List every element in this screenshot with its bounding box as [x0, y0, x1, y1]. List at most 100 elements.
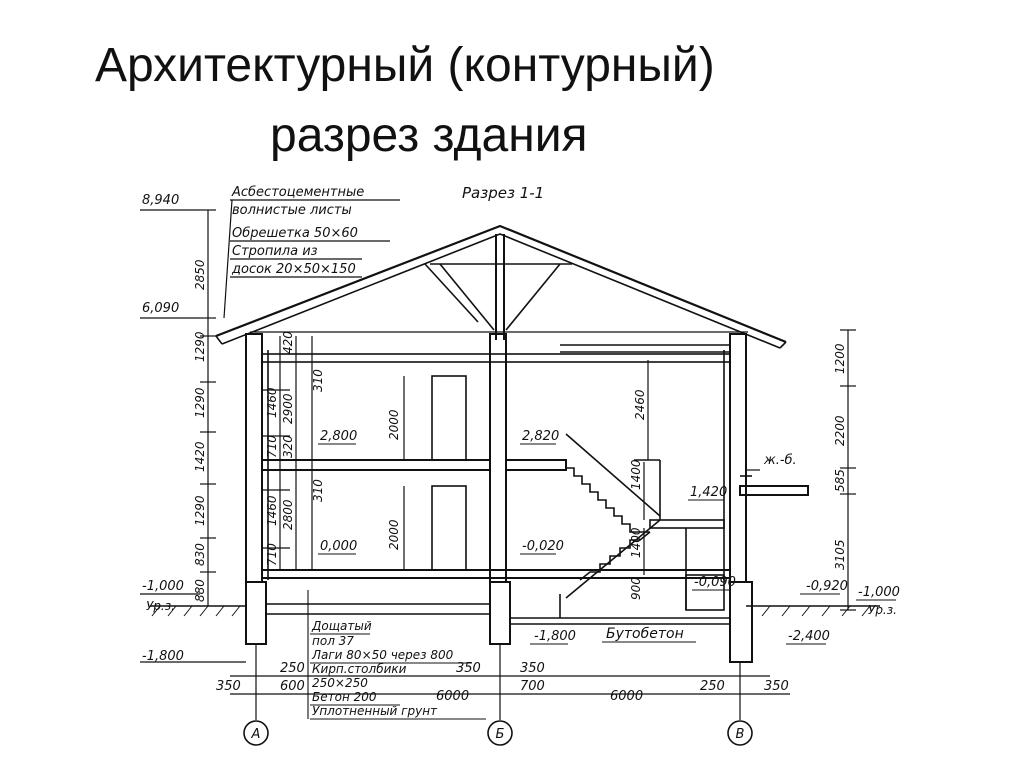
foundation: [150, 581, 880, 663]
dim-bottom-350-d: 350: [764, 679, 789, 694]
roof: [215, 224, 787, 349]
dim-1460-a: 1460: [265, 387, 279, 418]
floor-note-1: Дощатый: [311, 619, 372, 633]
axis-markers: [243, 720, 753, 746]
floor-note-6: Бетон 200: [312, 690, 377, 704]
dim-bottom-250-a: 250: [280, 661, 305, 676]
level-ground-right: -1,000: [858, 585, 900, 600]
roof-note-5: досок 20×50×150: [231, 262, 356, 277]
level-mark-leaders: [318, 443, 730, 591]
dim-320: 320: [281, 435, 295, 458]
dim-1290-c: 1290: [193, 495, 207, 526]
level-stair-bottom: -0,090: [694, 575, 736, 590]
axis-label-b: Б: [496, 727, 505, 742]
dim-830: 830: [193, 543, 207, 566]
right-dims: 1200 2200 585 3105: [833, 343, 847, 570]
ground-label-right: Ур.з.: [868, 603, 897, 617]
dim-1460-b: 1460: [265, 495, 279, 526]
dim-1290-a: 1290: [193, 331, 207, 362]
level-base-right: -2,400: [788, 629, 830, 644]
dim-1200: 1200: [833, 343, 847, 374]
roof-note-2: волнистые листы: [232, 203, 352, 218]
dim-bottom-6000-b: 6000: [610, 689, 643, 704]
roof-note-leaders: [223, 199, 400, 319]
roof-note-1: Асбестоцементные: [231, 185, 364, 200]
floor-note-leaders: [307, 590, 486, 720]
level-marks-left: 8,940 6,090 -1,000 -1,800 Ур.з.: [142, 193, 184, 664]
roof-note-4: Стропила из: [232, 244, 318, 259]
roof-notes: Асбестоцементные волнистые листы Обрешет…: [231, 185, 364, 277]
dim-1420: 1420: [193, 441, 207, 472]
dim-420: 420: [281, 331, 295, 354]
dim-2200: 2200: [833, 415, 847, 446]
dim-bottom-350-c: 350: [520, 661, 545, 676]
dim-bottom-350-a: 350: [216, 679, 241, 694]
stair-dims: 2460 1400 1400 900: [629, 389, 647, 600]
dim-3105: 3105: [833, 539, 847, 570]
level-base-mid: -1,800: [534, 629, 576, 644]
slide-title-line-1: Архитектурный (контурный): [95, 39, 715, 92]
bottom-dims: 350 250 600 350 6000 350 700 250 350 600…: [216, 661, 789, 704]
stair-dimension-lines: [643, 360, 649, 575]
level-ground-right-inner: -0,920: [806, 579, 848, 594]
dim-bottom-350-b: 350: [456, 661, 481, 676]
butobeton-label: Бутобетон: [606, 626, 684, 642]
floor-note-5: 250×250: [312, 676, 368, 690]
axis-label-v: В: [736, 727, 745, 742]
dim-1290-b: 1290: [193, 387, 207, 418]
floor-slabs: [261, 344, 731, 579]
level-floor2-right: 2,820: [522, 429, 559, 444]
balcony-slab: [739, 475, 809, 496]
floor-notes: Дощатый пол 37 Лаги 80×50 через 800 Кирп…: [311, 619, 454, 718]
dim-2460: 2460: [633, 389, 647, 420]
dim-585: 585: [833, 469, 847, 492]
floor-note-3: Лаги 80×50 через 800: [311, 648, 454, 662]
right-level-leaders: [530, 593, 896, 645]
floor-note-7: Уплотненный грунт: [312, 704, 438, 718]
dim-1400-b: 1400: [629, 527, 643, 558]
dim-2900: 2900: [281, 393, 295, 424]
left-dims: 2850 1290 1290 1420 1290 830 880: [193, 259, 207, 602]
doors: [431, 375, 467, 571]
level-base-left: -1,800: [142, 649, 184, 664]
bottom-dimension-lines: [230, 644, 790, 720]
dim-door-upper: 2000: [387, 409, 401, 440]
level-floor1: 0,000: [320, 539, 357, 554]
level-floor2: 2,800: [320, 429, 357, 444]
inner-dimension-lines: [279, 336, 405, 570]
windows: [262, 389, 760, 549]
section-title: Разрез 1-1: [462, 184, 544, 202]
dim-310-b: 310: [311, 479, 325, 502]
level-landing: 1,420: [690, 485, 727, 500]
right-dimension-lines: [840, 329, 856, 611]
ground-label-left: Ур.з.: [146, 599, 175, 613]
level-marks-inner: 2,800 0,000 2,820 -0,020 1,420 -0,090: [320, 429, 736, 590]
axis-labels: А Б В: [251, 727, 745, 742]
dim-bottom-600: 600: [280, 679, 305, 694]
level-eave: 6,090: [142, 301, 179, 316]
dim-880: 880: [193, 579, 207, 602]
inner-dims: 420 310 1460 2900 710 320 310 1460 2800 …: [265, 331, 401, 566]
dim-2800: 2800: [281, 499, 295, 530]
dim-door-lower: 2000: [387, 519, 401, 550]
dim-710-b: 710: [265, 543, 279, 566]
dim-1400-a: 1400: [629, 459, 643, 490]
left-dimension-lines: [140, 209, 246, 663]
dim-2850: 2850: [193, 259, 207, 290]
dim-310-a: 310: [311, 369, 325, 392]
dim-900: 900: [629, 577, 643, 600]
level-floor1-right: -0,020: [522, 539, 564, 554]
level-marks-right: -0,920 -1,000 Ур.з. -2,400 -1,800: [534, 579, 900, 644]
floor-note-2: пол 37: [312, 634, 354, 648]
level-ground-left: -1,000: [142, 579, 184, 594]
dim-710-a: 710: [265, 435, 279, 458]
level-ridge: 8,940: [142, 193, 179, 208]
roof-note-3: Обрешетка 50×60: [232, 226, 358, 241]
ground-hatch: [151, 605, 871, 617]
zhb-label: ж.-б.: [763, 453, 797, 468]
slide-title-line-2: разрез здания: [270, 109, 588, 162]
dim-bottom-6000-a: 6000: [436, 689, 469, 704]
dim-bottom-250-b: 250: [700, 679, 725, 694]
axis-label-a: А: [251, 727, 261, 742]
